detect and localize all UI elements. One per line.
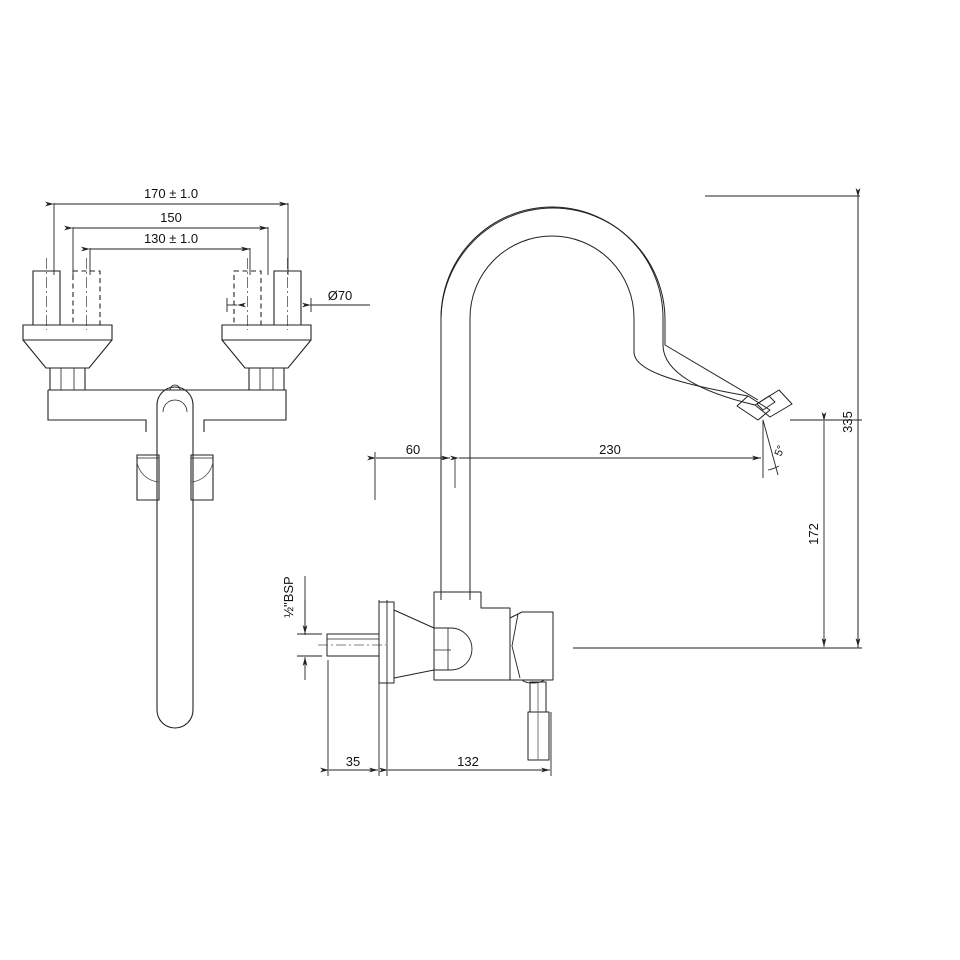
spout-tube-top-nub: [169, 384, 181, 391]
angle-arc: [767, 465, 780, 471]
left-handle-assembly: [22, 258, 113, 391]
escutcheon-cone: [393, 609, 435, 679]
lever-hub-inner: [511, 613, 521, 679]
body-main-outline: [433, 591, 511, 681]
dim-label-spout-angle: 5°: [773, 444, 788, 458]
spout-tube-outer: [156, 386, 194, 729]
dim-label-spread-outer: 170 ± 1.0: [144, 186, 198, 201]
lever-handle: [509, 611, 554, 761]
lever-base-curve: [521, 679, 545, 684]
cross-body-outline: [47, 389, 287, 432]
collar-left-box: [136, 454, 160, 501]
dim-label-wall-to-riser: 60: [406, 442, 420, 457]
gooseneck-inner-curve: [469, 235, 749, 600]
left-cone-body: [22, 339, 113, 369]
valve-chamber: [433, 627, 473, 671]
side-view: [318, 206, 793, 761]
angle-ext-slanted: [762, 419, 779, 476]
dim-label-spout-height: 172: [806, 523, 821, 545]
wall-flange-assembly: [318, 601, 435, 684]
gooseneck-outer-curve: [440, 206, 756, 600]
bsp-nipple: [326, 633, 380, 657]
spout-tube-inner-arc: [162, 399, 188, 413]
front-view: [22, 258, 312, 729]
front-view-dimensions: [45, 201, 370, 312]
escutcheon-plate: [378, 601, 395, 684]
dim-label-flange-diameter: Ø70: [328, 288, 353, 303]
right-escutcheon-plate: [221, 324, 312, 341]
side-body-block: [433, 591, 511, 681]
lever-grip: [527, 711, 550, 761]
spout-tip-outline: [736, 395, 771, 421]
dim-label-spout-reach: 230: [599, 442, 621, 457]
collar-right-box: [190, 454, 214, 501]
gooseneck-outer-wall: [440, 207, 759, 600]
dim-label-flange-depth: 35: [346, 754, 360, 769]
dim-label-total-height: 335: [840, 411, 855, 433]
lever-hub: [509, 611, 554, 681]
right-handle-assembly: [221, 258, 312, 391]
right-hex-nut: [248, 367, 285, 391]
side-view-dimensions: [297, 188, 862, 776]
front-spout-tube: [156, 384, 194, 729]
spout-tip-body: [754, 389, 793, 418]
front-swivel-collar: [136, 454, 214, 501]
dim-label-spread-inner: 130 ± 1.0: [144, 231, 198, 246]
spout-outlet-aerator: [756, 395, 776, 411]
left-escutcheon-plate: [22, 324, 113, 341]
dim-label-body-depth: 132: [457, 754, 479, 769]
left-hex-nut: [49, 367, 86, 391]
front-cross-body: [47, 389, 287, 432]
dim-label-inlet-thread: ½"BSP: [281, 576, 296, 617]
collar-right-curve: [190, 461, 214, 483]
right-cone-body: [221, 339, 312, 369]
collar-left-curve: [136, 461, 160, 483]
dim-label-spread-mid: 150: [160, 210, 182, 225]
